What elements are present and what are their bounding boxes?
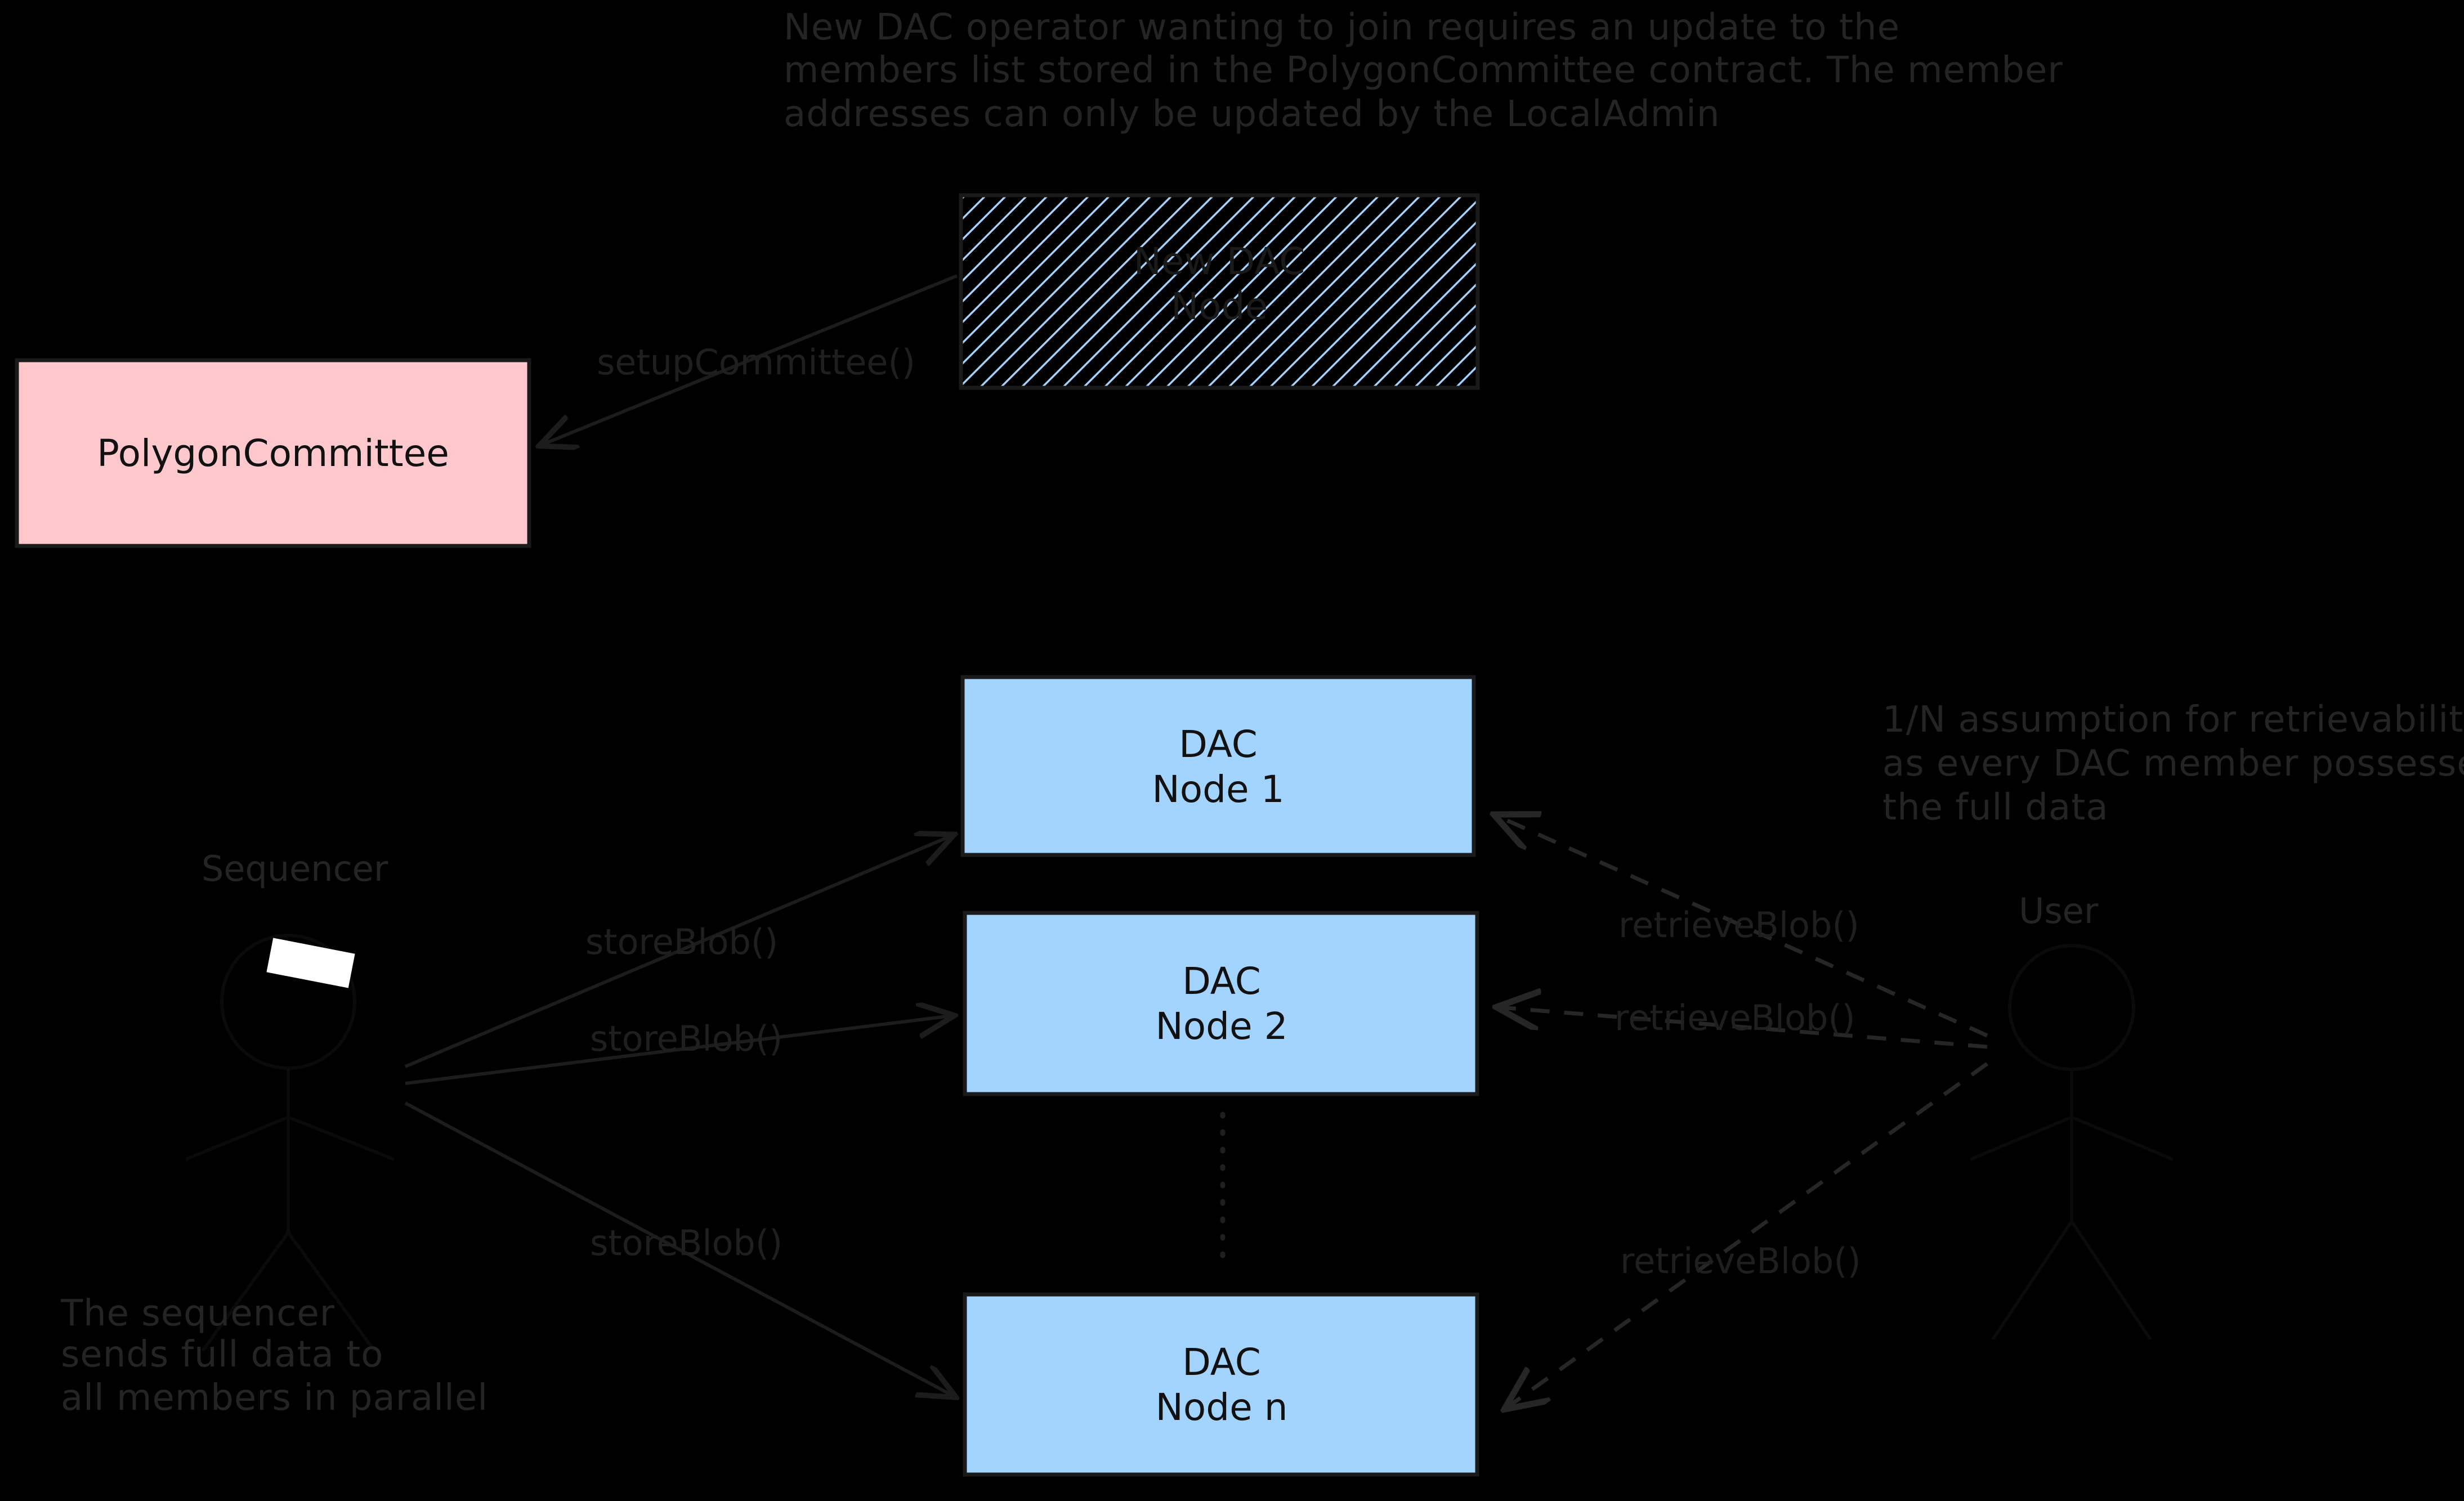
note-bottom-left-line-2: sends full data to [61,1334,383,1375]
sequencer-arm-left-icon [185,1115,289,1161]
dac-node-n-box[interactable] [963,1292,1479,1477]
dac-node-1-label-line2: Node 1 [1152,768,1284,811]
retrieve-blob-2-arrow [1500,1007,1988,1049]
user-arm-left-icon [1969,1115,2073,1161]
new-dac-node-label-line1: New DAC [1134,240,1305,283]
edge-store-blob-2: storeBlob() [405,1016,951,1085]
sequencer-label: Sequencer [202,848,388,889]
sequencer-leg-left-icon [201,1231,290,1352]
dac-node-1-label-line1: DAC [1179,723,1258,766]
user-arm-right-icon [2071,1115,2174,1161]
note-bottom-left-line-3: all members in parallel [61,1377,488,1419]
edge-setup-committee: setupCommittee() [542,274,958,445]
note-right-line-3: the full data [1882,787,2109,828]
dac-node-2-label-line2: Node 2 [1155,1005,1287,1048]
retrieve-blob-1-arrow [1497,816,1988,1038]
new-dac-node-box[interactable] [959,193,1480,390]
user-head-icon [2008,944,2135,1071]
dac-node-n-label-line2: Node n [1155,1386,1287,1429]
store-blob-n-label: storeBlob() [590,1222,782,1263]
retrieve-blob-n-arrow [1508,1062,1989,1407]
store-blob-2-label: storeBlob() [590,1018,782,1059]
retrieve-blob-1-label: retrieveBlob() [1618,904,1859,946]
sequencer-arm-right-icon [287,1115,395,1161]
node-new-dac-node[interactable]: New DAC Node [959,193,1480,390]
note-bottom-left: The sequencer sends full data to all mem… [60,1293,488,1419]
retrieve-blob-n-label: retrieveBlob() [1620,1240,1861,1282]
note-right-line-2: as every DAC member possesses [1882,743,2464,785]
note-bottom-left-line-1: The sequencer [60,1293,335,1334]
note-top-line-3: addresses can only be updated by the Loc… [784,93,1720,135]
store-blob-1-label: storeBlob() [585,921,778,962]
node-polygon-committee[interactable]: PolygonCommittee [15,358,531,548]
store-blob-2-arrow [405,1016,951,1085]
dac-node-1-box[interactable] [960,675,1476,857]
note-right: 1/N assumption for retrievability, as ev… [1882,699,2464,828]
setup-committee-arrow [542,274,958,445]
user-label: User [2019,890,2099,931]
actor-sequencer[interactable]: Sequencer [185,848,395,1352]
note-top-line-1: New DAC operator wanting to join require… [784,7,1900,48]
new-dac-node-label-line2: Node [1171,285,1268,328]
node-dac-node-n[interactable]: DAC Node n [963,1292,1479,1477]
store-blob-1-arrow [404,836,951,1068]
retrieve-blob-2-label: retrieveBlob() [1615,997,1855,1038]
sequencer-highlight-card [266,938,355,988]
user-leg-left-icon [1991,1220,2073,1341]
note-top-line-2: members list stored in the PolygonCommit… [784,50,2063,91]
note-top: New DAC operator wanting to join require… [784,7,2063,135]
note-right-line-1: 1/N assumption for retrievability, [1882,699,2464,741]
actor-user[interactable]: User [1969,890,2174,1341]
dac-node-2-label-line1: DAC [1182,960,1261,1003]
edge-retrieve-blob-2: retrieveBlob() [1500,997,1988,1049]
setup-committee-label: setupCommittee() [597,342,915,383]
edge-store-blob-n: storeBlob() [404,1101,953,1396]
sequencer-leg-right-icon [287,1231,376,1352]
edge-retrieve-blob-n: retrieveBlob() [1508,1062,1989,1407]
dac-node-n-label-line1: DAC [1182,1341,1261,1384]
node-dac-node-2[interactable]: DAC Node 2 [963,911,1479,1096]
user-leg-right-icon [2070,1220,2152,1341]
node-dac-node-1[interactable]: DAC Node 1 [960,675,1476,857]
edge-retrieve-blob-1: retrieveBlob() [1497,816,1988,1038]
polygon-committee-label: PolygonCommittee [97,432,449,475]
store-blob-n-arrow [404,1101,953,1396]
dac-node-2-box[interactable] [963,911,1479,1096]
polygon-committee-box[interactable] [15,358,531,548]
edge-store-blob-1: storeBlob() [404,836,951,1068]
